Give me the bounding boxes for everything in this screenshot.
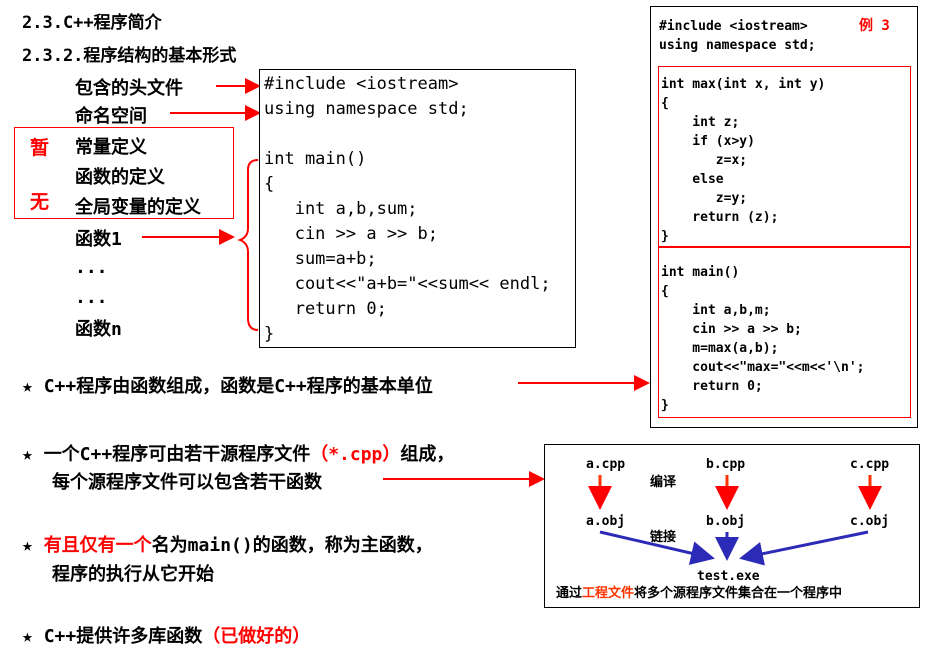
bullet-2-line-1: ★ 一个C++程序可由若干源程序文件（*.cpp）组成， [22,440,454,466]
code-line: cout<<"a+b="<<sum<< endl; [264,274,551,294]
example-box: #include <iostream> using namespace std;… [650,6,918,428]
compile-label: 编译 [650,475,677,490]
star-icon: ★ [22,535,33,556]
code-line: using namespace std; [264,99,469,119]
code-line: m=max(a,b); [661,341,779,356]
label-dots-2: ... [75,287,108,308]
code-line: { [661,284,669,299]
bullet-2-text-red: （*.cpp） [310,444,401,465]
main-code-box: #include <iostream> using namespace std;… [259,69,576,348]
code-line: return (z); [661,210,779,225]
b-cpp-label: b.cpp [706,457,746,472]
star-icon: ★ [22,444,33,465]
main-function-code: int main() { int a,b,m; cin >> a >> b; m… [661,263,865,415]
bullet-4-text-red: （已做好的） [202,626,311,647]
code-line: if (x>y) [661,134,755,149]
not-applicable-box [14,127,234,219]
code-line: } [661,398,669,413]
bullet-4-text-a: C++提供许多库函数 [43,626,203,647]
code-line: cout<<"max="<<m<<'\n'; [661,360,865,375]
label-func1: 函数1 [75,229,122,250]
code-line: int a,b,m; [661,303,771,318]
code-line: sum=a+b; [264,249,377,269]
link-arrow-c [739,530,869,566]
caption-text-b: 将多个源程序文件集合在一个程序中 [634,586,843,601]
bullet-4: ★ C++提供许多库函数（已做好的） [22,622,310,648]
compile-link-box [544,444,920,608]
code-line: return 0; [661,379,763,394]
caption-text-red: 工程文件 [582,586,635,601]
bullet-3-text-b: 名为main()的函数，称为主函数， [151,535,433,556]
c-cpp-label: c.cpp [850,457,890,472]
main-function-box: int main() { int a,b,m; cin >> a >> b; m… [658,246,911,418]
label-func-def: 函数的定义 [75,167,165,188]
bullet-1-text: C++程序由函数组成，函数是C++程序的基本单位 [43,376,433,397]
main-code-lines: #include <iostream> using namespace std;… [264,72,551,347]
star-icon: ★ [22,626,33,647]
code-line: cin >> a >> b; [661,322,802,337]
a-cpp-label: a.cpp [586,457,626,472]
label-funcn: 函数n [75,319,122,340]
code-line [264,122,551,147]
code-line: { [264,174,275,194]
label-header-file: 包含的头文件 [75,78,183,99]
label-temp-1: 暂 [30,137,50,159]
label-namespace: 命名空间 [75,106,147,127]
a-obj-label: a.obj [586,514,626,529]
bullet-2-line-2: 每个源程序文件可以包含若干函数 [52,472,322,493]
label-dots-1: ... [75,257,108,278]
example-header: #include <iostream> using namespace std; [659,17,816,55]
code-line: return 0; [264,299,387,319]
bullet-2-text-b: 组成， [400,444,455,465]
code-line: else [661,172,724,187]
star-icon: ★ [22,376,33,397]
section-title: 2.3.C++程序简介 [22,13,162,33]
compile-caption: 通过工程文件将多个源程序文件集合在一个程序中 [556,584,842,603]
link-label: 链接 [650,530,677,545]
code-line: int z; [661,115,740,130]
left-bracket [237,159,259,331]
code-line: int a,b,sum; [264,199,418,219]
code-line: z=y; [661,191,748,206]
bullet-3-line-2: 程序的执行从它开始 [52,564,214,585]
bullet-2-text-a: 一个C++程序可由若干源程序文件 [43,444,311,465]
code-line: int main() [264,149,367,169]
label-global-var: 全局变量的定义 [75,197,201,218]
label-temp-2: 无 [30,191,50,213]
example-header-line: #include <iostream> [659,19,808,34]
caption-text-a: 通过 [556,586,583,601]
code-line: z=x; [661,153,748,168]
code-line: #include <iostream> [264,74,459,94]
max-function-box: int max(int x, int y) { int z; if (x>y) … [658,66,911,248]
link-arrow-a [599,530,715,565]
code-line: { [661,96,669,111]
subsection-title: 2.3.2.程序结构的基本形式 [22,46,237,66]
max-function-code: int max(int x, int y) { int z; if (x>y) … [661,75,825,246]
bullet-3-text-red: 有且仅有一个 [43,535,152,556]
bullet-3-line-1: ★ 有且仅有一个名为main()的函数，称为主函数， [22,531,433,557]
code-line: int max(int x, int y) [661,77,826,92]
exe-label: test.exe [697,569,760,584]
code-line: cin >> a >> b; [264,224,438,244]
label-const-def: 常量定义 [75,137,147,158]
bullet-1: ★ C++程序由函数组成，函数是C++程序的基本单位 [22,372,433,398]
c-obj-label: c.obj [850,514,890,529]
example-header-line: using namespace std; [659,38,816,53]
code-line: } [661,229,669,244]
code-line: } [264,324,275,344]
b-obj-label: b.obj [706,514,746,529]
code-line: int main() [661,265,740,280]
example-title: 例 3 [859,18,890,34]
